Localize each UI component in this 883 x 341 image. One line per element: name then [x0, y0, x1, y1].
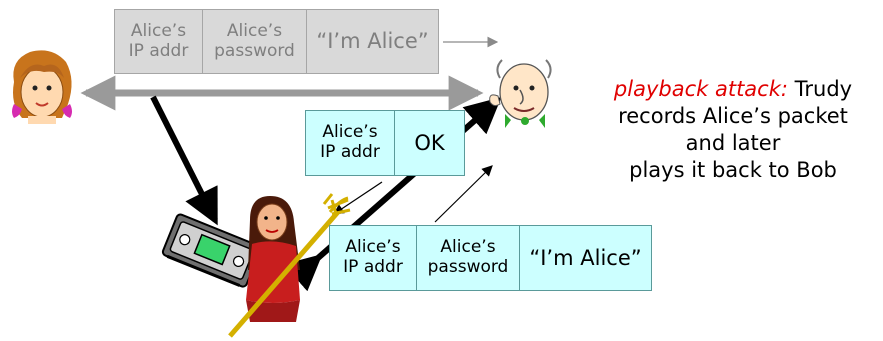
- caption-line-1: playback attack: Trudy: [588, 76, 878, 103]
- top-packet-password-cell: Alice’s password: [203, 9, 307, 74]
- ok-return-arrow: [333, 181, 383, 215]
- replay-packet-password-cell: Alice’s password: [417, 225, 520, 291]
- ok-packet: Alice’s IP addr OK: [305, 110, 465, 176]
- replay-packet: Alice’s IP addr Alice’s password “I’m Al…: [329, 225, 652, 291]
- top-packet-message-cell: “I’m Alice”: [307, 9, 439, 74]
- caption-line-3: and later: [685, 131, 781, 155]
- record-arrow: [150, 95, 218, 226]
- replay-packet-message-cell: “I’m Alice”: [520, 225, 652, 291]
- replay-arrow: [434, 165, 493, 223]
- replay-packet-ip-cell: Alice’s IP addr: [329, 225, 417, 291]
- caption-line-1-rest: Trudy: [787, 77, 853, 101]
- top-packet: Alice’s IP addr Alice’s password “I’m Al…: [114, 9, 439, 74]
- alice-figure: [12, 50, 72, 124]
- recorder-icon: [161, 213, 262, 288]
- caption-line-4: plays it back to Bob: [629, 158, 837, 182]
- top-packet-ip-cell: Alice’s IP addr: [114, 9, 203, 74]
- ok-packet-ip-cell: Alice’s IP addr: [305, 110, 395, 176]
- playback-caption: playback attack: Trudy records Alice’s p…: [588, 76, 878, 184]
- caption-highlight: playback attack:: [613, 77, 788, 101]
- bob-figure: [489, 59, 552, 128]
- ok-packet-ok-cell: OK: [395, 110, 465, 176]
- caption-line-2: records Alice’s packet: [618, 104, 848, 128]
- trudy-figure: [228, 193, 351, 338]
